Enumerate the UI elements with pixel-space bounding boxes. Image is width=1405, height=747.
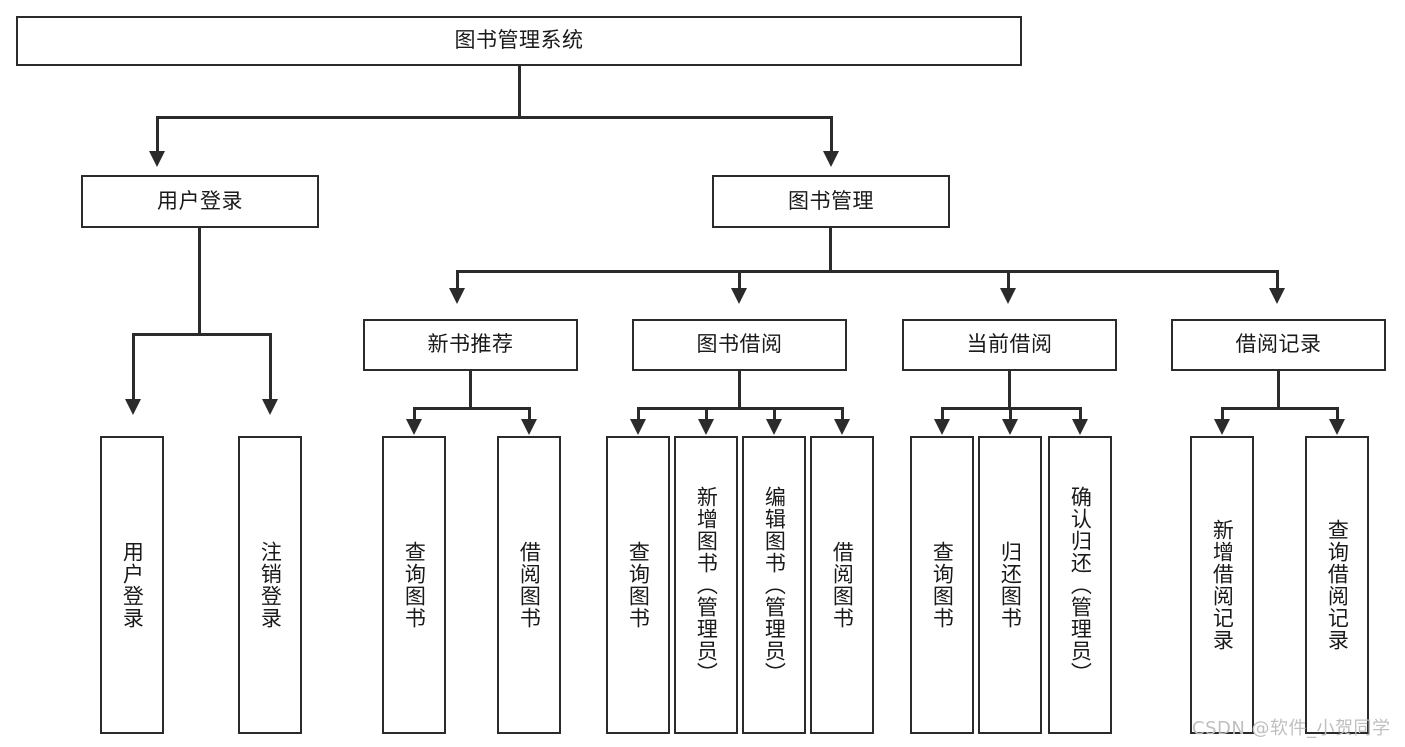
arrow-book-borrow-to-leaf-1 — [630, 419, 646, 435]
node-borrow-record[interactable]: 借阅记录 — [1171, 319, 1386, 371]
node-label: 编辑图书（管理员） — [762, 486, 787, 684]
leaf-borrow-record-query-record[interactable]: 查询借阅记录 — [1305, 436, 1369, 734]
node-label: 查询借阅记录 — [1325, 519, 1350, 651]
arrow-book-borrow-to-leaf-2 — [698, 419, 714, 435]
arrow-user-login-to-leaf-2 — [262, 399, 278, 415]
arrow-user-login-to-leaf-1 — [125, 399, 141, 415]
leaf-borrow-record-add-record[interactable]: 新增借阅记录 — [1190, 436, 1254, 734]
node-label: 归还图书 — [998, 541, 1023, 629]
edge-root-bus — [156, 116, 833, 119]
edge-new-book-to-leaf-1 — [413, 407, 416, 421]
node-current-borrow[interactable]: 当前借阅 — [902, 319, 1117, 371]
edge-current-borrow-stem — [1008, 371, 1011, 409]
leaf-new-book-borrow-book[interactable]: 借阅图书 — [497, 436, 561, 734]
leaf-user-login-login[interactable]: 用户登录 — [100, 436, 164, 734]
csdn-watermark: CSDN @软件_小贺同学 — [1192, 718, 1391, 739]
edge-root-to-user-login — [156, 116, 159, 153]
edge-new-book-stem — [469, 371, 472, 409]
leaf-new-book-query-book[interactable]: 查询图书 — [382, 436, 446, 734]
edge-root-stem — [518, 66, 521, 118]
leaf-book-borrow-query-book[interactable]: 查询图书 — [606, 436, 670, 734]
arrow-borrow-record-to-leaf-2 — [1329, 419, 1345, 435]
arrow-book-borrow-to-leaf-3 — [766, 419, 782, 435]
edge-current-borrow-to-leaf-1 — [941, 407, 944, 421]
edge-root-to-book-management — [830, 116, 833, 153]
node-label: 新增图书（管理员） — [694, 486, 719, 684]
node-label: 图书管理系统 — [454, 28, 584, 53]
edge-book-borrow-to-leaf-3 — [773, 407, 776, 421]
edge-new-book-bus — [413, 407, 531, 410]
edge-book-management-to-borrow-record — [1276, 270, 1279, 290]
node-new-book-recommend[interactable]: 新书推荐 — [363, 319, 578, 371]
arrow-current-borrow-to-leaf-3 — [1072, 419, 1088, 435]
edge-user-login-bus — [132, 333, 272, 336]
arrow-book-management-to-new-book — [449, 288, 465, 304]
edge-book-management-to-current-borrow — [1007, 270, 1010, 290]
edge-user-login-to-leaf-1 — [132, 333, 135, 401]
edge-current-borrow-to-leaf-2 — [1009, 407, 1012, 421]
edge-current-borrow-to-leaf-3 — [1079, 407, 1082, 421]
leaf-current-borrow-return-book[interactable]: 归还图书 — [978, 436, 1042, 734]
edge-book-borrow-to-leaf-2 — [705, 407, 708, 421]
node-label: 用户登录 — [120, 541, 145, 629]
leaf-book-borrow-borrow-book[interactable]: 借阅图书 — [810, 436, 874, 734]
node-label: 注销登录 — [258, 541, 283, 629]
edge-book-borrow-to-leaf-1 — [637, 407, 640, 421]
edge-book-management-to-book-borrow — [738, 270, 741, 290]
node-label: 查询图书 — [930, 541, 955, 629]
edge-book-borrow-to-leaf-4 — [841, 407, 844, 421]
edge-user-login-to-leaf-2 — [269, 333, 272, 401]
node-root-book-management-system[interactable]: 图书管理系统 — [16, 16, 1022, 66]
arrow-book-borrow-to-leaf-4 — [834, 419, 850, 435]
leaf-user-login-logout[interactable]: 注销登录 — [238, 436, 302, 734]
edge-book-borrow-bus — [637, 407, 844, 410]
node-user-login[interactable]: 用户登录 — [81, 175, 319, 228]
node-label: 用户登录 — [157, 188, 243, 213]
arrow-root-to-book-management — [823, 151, 839, 167]
node-book-borrow[interactable]: 图书借阅 — [632, 319, 847, 371]
arrow-current-borrow-to-leaf-2 — [1002, 419, 1018, 435]
node-label: 查询图书 — [626, 541, 651, 629]
arrow-book-management-to-current-borrow — [1000, 288, 1016, 304]
arrow-new-book-to-leaf-1 — [406, 419, 422, 435]
edge-new-book-to-leaf-2 — [528, 407, 531, 421]
node-label: 借阅图书 — [830, 541, 855, 629]
leaf-current-borrow-confirm-return-admin[interactable]: 确认归还（管理员） — [1048, 436, 1112, 734]
edge-borrow-record-to-leaf-1 — [1221, 407, 1224, 421]
node-label: 借阅图书 — [517, 541, 542, 629]
node-label: 当前借阅 — [966, 332, 1053, 357]
edge-book-management-bus — [456, 270, 1279, 273]
node-label: 查询图书 — [402, 541, 427, 629]
arrow-book-management-to-book-borrow — [731, 288, 747, 304]
node-book-management[interactable]: 图书管理 — [712, 175, 950, 228]
arrow-book-management-to-borrow-record — [1269, 288, 1285, 304]
leaf-current-borrow-query-book[interactable]: 查询图书 — [910, 436, 974, 734]
edge-book-borrow-stem — [738, 371, 741, 409]
arrow-current-borrow-to-leaf-1 — [934, 419, 950, 435]
edge-borrow-record-bus — [1221, 407, 1339, 410]
edge-borrow-record-stem — [1277, 371, 1280, 409]
edge-book-management-to-new-book — [456, 270, 459, 290]
leaf-book-borrow-edit-book-admin[interactable]: 编辑图书（管理员） — [742, 436, 806, 734]
node-label: 图书管理 — [788, 188, 874, 213]
node-label: 借阅记录 — [1235, 332, 1322, 357]
edge-borrow-record-to-leaf-2 — [1336, 407, 1339, 421]
arrow-new-book-to-leaf-2 — [521, 419, 537, 435]
edge-book-management-stem — [829, 228, 832, 272]
node-label: 图书借阅 — [696, 332, 783, 357]
node-label: 确认归还（管理员） — [1068, 486, 1093, 684]
arrow-root-to-user-login — [149, 151, 165, 167]
edge-user-login-stem — [198, 228, 201, 335]
arrow-borrow-record-to-leaf-1 — [1214, 419, 1230, 435]
node-label: 新增借阅记录 — [1210, 519, 1235, 651]
leaf-book-borrow-add-book-admin[interactable]: 新增图书（管理员） — [674, 436, 738, 734]
node-label: 新书推荐 — [427, 332, 514, 357]
